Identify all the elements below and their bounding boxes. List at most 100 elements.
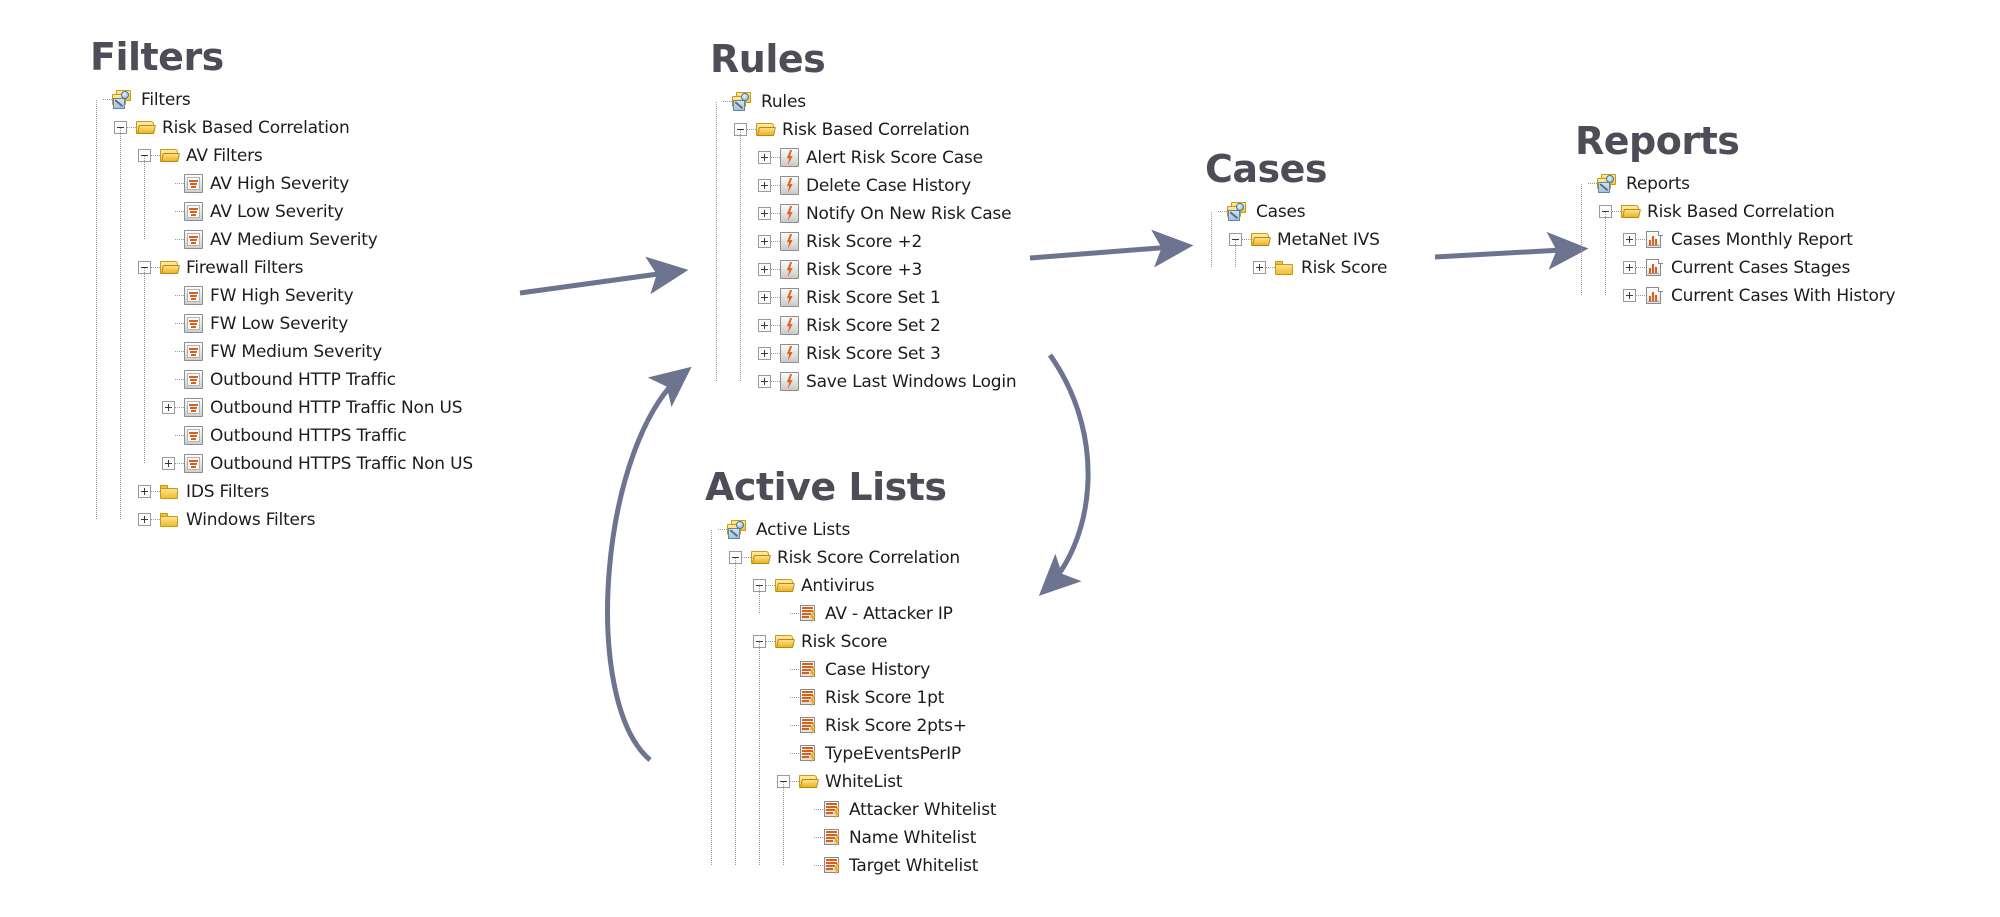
- collapse-icon[interactable]: [138, 261, 151, 274]
- tree-node[interactable]: Current Cases With History: [1575, 282, 1896, 310]
- collapse-icon[interactable]: [753, 635, 766, 648]
- tree-node[interactable]: Risk Based Correlation: [1575, 198, 1895, 226]
- tree-indent: [1205, 254, 1253, 282]
- expand-icon[interactable]: [758, 207, 771, 220]
- tree-connector: [1218, 198, 1227, 226]
- tree-node[interactable]: Current Cases Stages: [1575, 254, 1895, 282]
- tree-connector: [790, 740, 799, 768]
- tree-connector: [723, 88, 732, 116]
- tree-node[interactable]: Risk Based Correlation: [90, 114, 473, 142]
- tree-node[interactable]: Risk Based Correlation: [710, 116, 1017, 144]
- tree-indent: [90, 478, 138, 506]
- filter-icon: [184, 174, 203, 193]
- tree-node[interactable]: Risk Score +3: [710, 256, 1017, 284]
- expand-icon[interactable]: [1253, 261, 1266, 274]
- tree-node[interactable]: WhiteList: [705, 768, 996, 796]
- tree-connector: [771, 256, 780, 284]
- expand-icon[interactable]: [1623, 233, 1636, 246]
- tree-node[interactable]: Risk Score: [1205, 254, 1387, 282]
- tree-node[interactable]: AV Low Severity: [90, 198, 473, 226]
- tree-node[interactable]: Name Whitelist: [705, 824, 996, 852]
- collapse-icon[interactable]: [1229, 233, 1242, 246]
- tree-node[interactable]: Delete Case History: [710, 172, 1017, 200]
- tree-node[interactable]: AV Medium Severity: [90, 226, 473, 254]
- expand-icon[interactable]: [758, 151, 771, 164]
- rule-icon: [780, 316, 799, 335]
- tree-node[interactable]: Risk Score Set 3: [710, 340, 1017, 368]
- tree-node-label: Outbound HTTP Traffic: [210, 370, 396, 390]
- tree-connector: [103, 86, 112, 114]
- tree-guide-line: [759, 586, 760, 614]
- tree-node[interactable]: Reports: [1575, 170, 1895, 198]
- expand-icon[interactable]: [758, 375, 771, 388]
- tree-node[interactable]: IDS Filters: [90, 478, 473, 506]
- tree-node[interactable]: Save Last Windows Login: [710, 368, 1017, 396]
- folder-open-icon: [775, 576, 794, 595]
- expand-icon[interactable]: [758, 347, 771, 360]
- tree-node[interactable]: Risk Score Set 2: [710, 312, 1017, 340]
- expand-icon[interactable]: [162, 457, 175, 470]
- tree-node[interactable]: Risk Score 2pts+: [705, 712, 996, 740]
- tree-node[interactable]: FW Low Severity: [90, 310, 473, 338]
- tree-node[interactable]: Firewall Filters: [90, 254, 473, 282]
- report-icon: [1645, 258, 1664, 277]
- active-list-icon: [823, 856, 842, 875]
- expand-icon[interactable]: [1623, 261, 1636, 274]
- tree-node[interactable]: FW High Severity: [90, 282, 473, 310]
- tree-indent: [710, 144, 758, 172]
- tree-node[interactable]: TypeEventsPerIP: [705, 740, 996, 768]
- tree-node[interactable]: Outbound HTTP Traffic: [90, 366, 473, 394]
- expand-icon[interactable]: [758, 263, 771, 276]
- tree-node[interactable]: MetaNet IVS: [1205, 226, 1387, 254]
- expand-icon[interactable]: [758, 291, 771, 304]
- tree-node[interactable]: Cases: [1205, 198, 1387, 226]
- expand-icon[interactable]: [138, 485, 151, 498]
- tree-node[interactable]: Case History: [705, 656, 996, 684]
- tree-node[interactable]: AV High Severity: [90, 170, 473, 198]
- tree-node[interactable]: Outbound HTTP Traffic Non US: [90, 394, 473, 422]
- tree-node[interactable]: Target Whitelist: [705, 852, 996, 880]
- tree-connector: [771, 368, 780, 396]
- expand-icon[interactable]: [758, 319, 771, 332]
- tree-node-label: Rules: [761, 92, 806, 112]
- tree-node[interactable]: Risk Score +2: [710, 228, 1017, 256]
- tree-guide-line: [1605, 212, 1606, 296]
- tree-indent: [710, 312, 758, 340]
- expand-icon[interactable]: [1623, 289, 1636, 302]
- tree-node[interactable]: Windows Filters: [90, 506, 473, 534]
- tree-node[interactable]: Risk Score: [705, 628, 996, 656]
- expand-icon[interactable]: [138, 513, 151, 526]
- expand-icon[interactable]: [758, 235, 771, 248]
- tree-node[interactable]: AV Filters: [90, 142, 473, 170]
- resource-group-icon: [1227, 202, 1249, 222]
- tree-node[interactable]: Risk Score Correlation: [705, 544, 996, 572]
- tree-connector: [127, 114, 136, 142]
- tree-node[interactable]: AV - Attacker IP: [705, 600, 996, 628]
- tree-node[interactable]: Alert Risk Score Case: [710, 144, 1017, 172]
- tree-node[interactable]: Risk Score Set 1: [710, 284, 1017, 312]
- tree-connector: [790, 600, 799, 628]
- tree-node[interactable]: Notify On New Risk Case: [710, 200, 1017, 228]
- tree-node[interactable]: Antivirus: [705, 572, 996, 600]
- tree-indent: [705, 572, 753, 600]
- tree-node[interactable]: Outbound HTTPS Traffic: [90, 422, 473, 450]
- tree-node-label: TypeEventsPerIP: [825, 744, 961, 764]
- active-list-icon: [799, 744, 818, 763]
- tree-indent: [90, 114, 114, 142]
- expand-icon[interactable]: [162, 401, 175, 414]
- tree-node-label: Risk Score Set 3: [806, 344, 941, 364]
- tree-node[interactable]: Active Lists: [705, 516, 996, 544]
- tree-node[interactable]: Cases Monthly Report: [1575, 226, 1895, 254]
- active-list-icon: [799, 688, 818, 707]
- filter-icon: [184, 426, 203, 445]
- tree-node[interactable]: Filters: [90, 86, 473, 114]
- tree-node[interactable]: Rules: [710, 88, 1017, 116]
- tree-node[interactable]: Attacker Whitelist: [705, 796, 997, 824]
- report-icon: [1645, 286, 1664, 305]
- tree-node[interactable]: Outbound HTTPS Traffic Non US: [90, 450, 473, 478]
- tree-node[interactable]: Risk Score 1pt: [705, 684, 996, 712]
- tree-spacer: [162, 345, 175, 358]
- tree-node[interactable]: FW Medium Severity: [90, 338, 473, 366]
- expand-icon[interactable]: [758, 179, 771, 192]
